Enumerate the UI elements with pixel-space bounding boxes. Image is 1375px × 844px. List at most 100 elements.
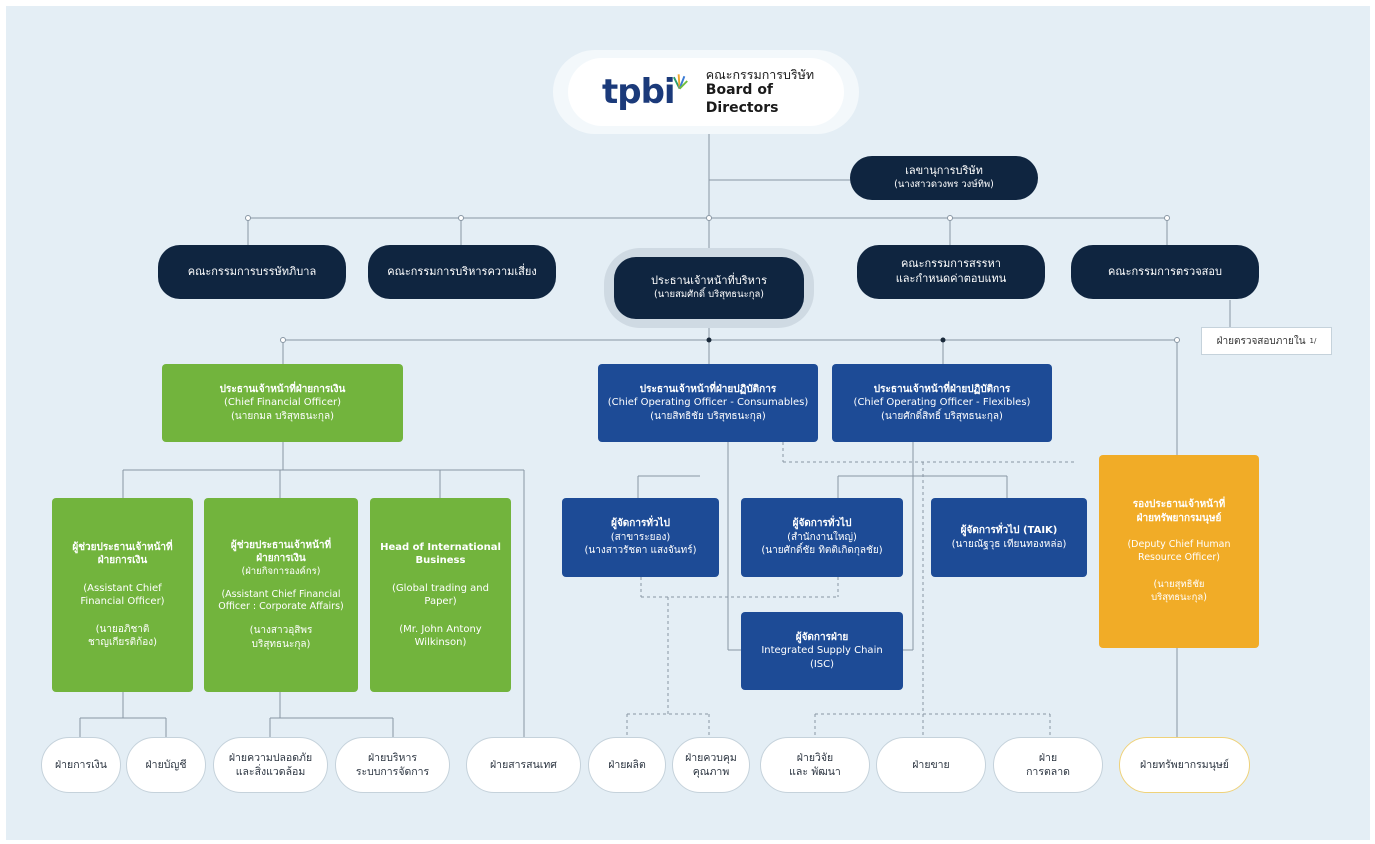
asst-cfo-box: ผู้ช่วยประธานเจ้าหน้าที่ ฝ่ายการเงิน (As… [52, 498, 193, 692]
asst-cfo-title: ผู้ช่วยประธานเจ้าหน้าที่ [72, 541, 173, 553]
dept-label: ฝ่ายวิจัย [796, 751, 834, 764]
dept-label-line2: และสิ่งแวดล้อม [235, 766, 306, 778]
committee-label: คณะกรรมการบริหารความเสี่ยง [387, 264, 537, 278]
dept-production: ฝ่ายผลิต [588, 737, 666, 793]
coo-flexibles-english: (Chief Operating Officer - Flexibles) [853, 397, 1031, 409]
asst-cfo-name: (นายอภิชาติ [95, 623, 150, 635]
coo-consumables-title: ประธานเจ้าหน้าที่ฝ่ายปฏิบัติการ [639, 383, 777, 395]
deputy-chro-name-line2: บริสุทธนะกุล) [1151, 591, 1207, 603]
dept-management-systems: ฝ่ายบริหาร ระบบการจัดการ [335, 737, 450, 793]
isc-abbr: (ISC) [809, 658, 835, 670]
dept-label-line2: และ พัฒนา [789, 766, 841, 778]
dept-label: ฝ่ายบริหาร [368, 751, 417, 764]
deputy-chro-english: (Deputy Chief Human [1127, 539, 1231, 551]
dept-accounting: ฝ่ายบัญชี [126, 737, 206, 793]
asst-cfo-title-line2: ฝ่ายการเงิน [97, 555, 148, 566]
coo-consumables-english: (Chief Operating Officer - Consumables) [607, 397, 809, 409]
gm-hq-title: ผู้จัดการทั่วไป [792, 518, 852, 530]
head-intl-sub-line2: Paper) [424, 596, 457, 607]
coo-consumables-name: (นายสิทธิชัย บริสุทธนะกุล) [650, 410, 766, 422]
asst-cfo-english: (Assistant Chief [83, 582, 162, 594]
deputy-chro-title: รองประธานเจ้าหน้าที่ [1132, 499, 1226, 511]
dept-safety-environment: ฝ่ายความปลอดภัย และสิ่งแวดล้อม [213, 737, 328, 793]
head-intl-sub: (Global trading and [392, 582, 489, 594]
gm-hq-name: (นายศักดิ์ชัย ทิตติเกิดกุลชัย) [761, 545, 883, 557]
audit-committee: คณะกรรมการตรวจสอบ [1071, 245, 1259, 299]
leaf-logo-icon [672, 74, 688, 90]
committee-label: คณะกรรมการบรรษัทภิบาล [187, 264, 317, 278]
nomination-remuneration-committee: คณะกรรมการสรรหา และกำหนดค่าตอบแทน [857, 245, 1045, 299]
ceo-box: ประธานเจ้าหน้าที่บริหาร (นายสมศักดิ์ บริ… [614, 257, 804, 319]
dept-label: ฝ่าย [1038, 751, 1058, 764]
footnote-marker-icon: 1/ [1309, 337, 1317, 345]
asst-cfo-corp-title: ผู้ช่วยประธานเจ้าหน้าที่ [230, 539, 332, 551]
company-secretary-box: เลขานุการบริษัท (นางสาวดวงพร วงษ์ทิพ) [850, 156, 1038, 200]
isc-english: Integrated Supply Chain [761, 645, 883, 657]
secretary-title: เลขานุการบริษัท [905, 164, 983, 178]
gm-rayong-sub: (สาขาระยอง) [610, 531, 671, 543]
asst-cfo-corp-english: (Assistant Chief Financial [221, 588, 341, 600]
gm-taik-name: (นายณัฐวุธ เทียนทองหล่อ) [951, 538, 1067, 550]
head-international-business-box: Head of International Business (Global t… [370, 498, 511, 692]
asst-cfo-corp-name-line2: บริสุทธนะกุล) [251, 638, 311, 650]
committee-label: คณะกรรมการตรวจสอบ [1108, 264, 1222, 278]
asst-cfo-corporate-box: ผู้ช่วยประธานเจ้าหน้าที่ ฝ่ายการเงิน (ฝ่… [204, 498, 358, 692]
dept-label-line2: คุณภาพ [692, 766, 730, 778]
coo-flexibles-box: ประธานเจ้าหน้าที่ฝ่ายปฏิบัติการ (Chief O… [832, 364, 1052, 442]
dept-quality-control: ฝ่ายควบคุม คุณภาพ [672, 737, 750, 793]
asst-cfo-english-line2: Financial Officer) [80, 596, 165, 607]
dept-label: ฝ่ายสารสนเทศ [490, 758, 557, 771]
risk-management-committee: คณะกรรมการบริหารความเสี่ยง [368, 245, 556, 299]
dept-label: ฝ่ายความปลอดภัย [228, 751, 313, 764]
gm-rayong-title: ผู้จัดการทั่วไป [611, 518, 670, 530]
dept-information-technology: ฝ่ายสารสนเทศ [466, 737, 581, 793]
asst-cfo-corp-title-line2: ฝ่ายการเงิน [256, 553, 306, 565]
committee-label-line2: และกำหนดค่าตอบแทน [895, 272, 1007, 285]
asst-cfo-corp-english-line2: Officer : Corporate Affairs) [218, 601, 344, 613]
coo-flexibles-title: ประธานเจ้าหน้าที่ฝ่ายปฏิบัติการ [873, 383, 1011, 395]
dept-sales: ฝ่ายขาย [876, 737, 986, 793]
ceo-title: ประธานเจ้าหน้าที่บริหาร [650, 274, 767, 288]
cfo-title: ประธานเจ้าหน้าที่ฝ่ายการเงิน [219, 383, 346, 395]
dept-finance: ฝ่ายการเงิน [41, 737, 121, 793]
asst-cfo-corp-name: (นางสาวอุสิพร [249, 625, 313, 637]
dept-label: ฝ่ายควบคุม [685, 751, 737, 764]
cfo-name: (นายกมล บริสุทธนะกุล) [231, 410, 334, 422]
secretary-name: (นางสาวดวงพร วงษ์ทิพ) [894, 179, 994, 191]
head-intl-title: Head of International [380, 541, 501, 553]
dept-label: ฝ่ายการเงิน [55, 758, 107, 771]
internal-audit-box: ฝ่ายตรวจสอบภายใน 1/ [1201, 327, 1332, 355]
deputy-chro-title-line2: ฝ่ายทรัพยากรมนุษย์ [1136, 512, 1222, 524]
gm-hq-sub: (สำนักงานใหญ่) [787, 531, 857, 543]
dept-human-resources: ฝ่ายทรัพยากรมนุษย์ [1119, 737, 1250, 793]
cfo-box: ประธานเจ้าหน้าที่ฝ่ายการเงิน (Chief Fina… [162, 364, 403, 442]
board-title-thai: คณะกรรมการบริษัท [705, 66, 815, 82]
dept-label-line2: การตลาด [1026, 766, 1070, 778]
gm-taik-box: ผู้จัดการทั่วไป (TAIK) (นายณัฐวุธ เทียนท… [931, 498, 1087, 577]
corporate-governance-committee: คณะกรรมการบรรษัทภิบาล [158, 245, 346, 299]
dept-label: ฝ่ายทรัพยากรมนุษย์ [1140, 758, 1229, 771]
deputy-chro-name: (นายสุทธิชัย [1153, 579, 1205, 590]
gm-rayong-name: (นางสาวรัชดา แสงจันทร์) [584, 545, 697, 557]
cfo-english: (Chief Financial Officer) [223, 397, 342, 409]
dept-label: ฝ่ายขาย [912, 758, 950, 771]
isc-title: ผู้จัดการฝ่าย [795, 631, 849, 643]
gm-headquarters-box: ผู้จัดการทั่วไป (สำนักงานใหญ่) (นายศักดิ… [741, 498, 903, 577]
board-title: คณะกรรมการบริษัท Board of Directors [706, 67, 844, 118]
ceo-name: (นายสมศักดิ์ บริสุทธนะกุล) [653, 289, 764, 301]
dept-label: ฝ่ายผลิต [608, 758, 646, 771]
internal-audit-label: ฝ่ายตรวจสอบภายใน [1216, 335, 1306, 347]
asst-cfo-name-line2: ชาญเกียรติก้อง) [88, 637, 157, 648]
coo-flexibles-name: (นายศักดิ์สิทธิ์ บริสุทธนะกุล) [881, 410, 1003, 422]
asst-cfo-corp-sub: (ฝ่ายกิจการองค์กร) [241, 565, 321, 577]
gm-taik-title: ผู้จัดการทั่วไป (TAIK) [960, 525, 1058, 536]
committee-label: คณะกรรมการสรรหา [901, 257, 1001, 271]
deputy-chro-box: รองประธานเจ้าหน้าที่ ฝ่ายทรัพยากรมนุษย์ … [1099, 455, 1259, 648]
board-title-english: Board of Directors [705, 82, 779, 116]
dept-research-development: ฝ่ายวิจัย และ พัฒนา [760, 737, 870, 793]
isc-manager-box: ผู้จัดการฝ่าย Integrated Supply Chain (I… [741, 612, 903, 690]
tpbi-logo: tpbi [602, 72, 676, 112]
head-intl-name: (Mr. John Antony [399, 623, 482, 635]
coo-consumables-box: ประธานเจ้าหน้าที่ฝ่ายปฏิบัติการ (Chief O… [598, 364, 818, 442]
head-intl-name-line2: Wilkinson) [414, 637, 467, 648]
